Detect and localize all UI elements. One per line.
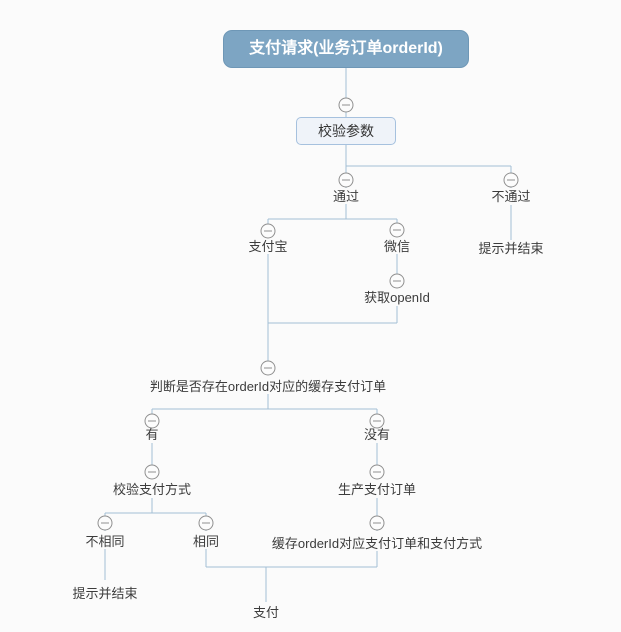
node-not-same-end[interactable]: 提示并结束	[72, 586, 138, 601]
collapse-icon[interactable]	[144, 413, 160, 429]
node-check-cached-order[interactable]: 判断是否存在orderId对应的缓存支付订单	[149, 379, 387, 394]
collapse-icon[interactable]	[338, 97, 354, 113]
node-payment-request[interactable]: 支付请求(业务订单orderId)	[223, 30, 469, 68]
connector-verify-split	[104, 498, 207, 531]
collapse-icon[interactable]	[260, 360, 276, 376]
node-verify-pay-method[interactable]: 校验支付方式	[112, 482, 192, 497]
node-cache-order[interactable]: 缓存orderId对应支付订单和支付方式	[271, 536, 483, 551]
node-validate-params[interactable]: 校验参数	[296, 117, 396, 145]
node-pay[interactable]: 支付	[252, 605, 280, 620]
collapse-icon[interactable]	[369, 413, 385, 429]
collapse-icon[interactable]	[369, 515, 385, 531]
collapse-icon[interactable]	[503, 172, 519, 188]
connector-checkcache-split	[151, 394, 378, 428]
node-get-openid[interactable]: 获取openId	[364, 290, 430, 305]
collapse-icon[interactable]	[389, 273, 405, 289]
node-none[interactable]: 没有	[363, 427, 391, 442]
node-pass[interactable]: 通过	[332, 189, 360, 204]
collapse-icon[interactable]	[260, 223, 276, 239]
connector-validate-split	[345, 145, 512, 188]
node-create-pay-order[interactable]: 生产支付订单	[337, 482, 417, 497]
collapse-icon[interactable]	[338, 172, 354, 188]
node-wechat[interactable]: 微信	[383, 239, 411, 254]
collapse-icon[interactable]	[389, 222, 405, 238]
node-fail-end[interactable]: 提示并结束	[478, 241, 544, 256]
collapse-icon[interactable]	[97, 515, 113, 531]
node-fail[interactable]: 不通过	[491, 189, 531, 204]
node-not-same[interactable]: 不相同	[85, 534, 125, 549]
collapse-icon[interactable]	[144, 464, 160, 480]
collapse-icon[interactable]	[369, 464, 385, 480]
node-alipay[interactable]: 支付宝	[248, 239, 288, 254]
collapse-icon[interactable]	[198, 515, 214, 531]
connector-pass-split	[267, 204, 398, 238]
connector-merge-pay	[205, 549, 378, 602]
node-has[interactable]: 有	[145, 427, 159, 442]
connector-merge-checkcache	[267, 322, 397, 375]
node-same[interactable]: 相同	[192, 534, 220, 549]
